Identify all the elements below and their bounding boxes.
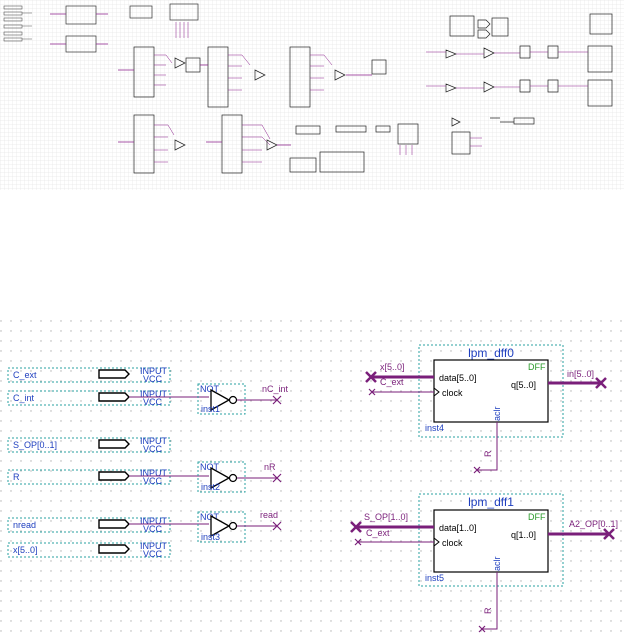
dff-out-bus-net: in[5..0] — [567, 369, 594, 379]
input-row-nread[interactable]: nread INPUT VCC — [7, 516, 209, 534]
input-name-x: x[5..0] — [13, 545, 38, 555]
dff-inst: inst4 — [425, 423, 444, 433]
dff-title: lpm_dff1 — [468, 495, 514, 509]
dff-in-bus-net: x[5..0] — [380, 362, 405, 372]
dff-data-port: data[5..0] — [439, 373, 477, 383]
wire — [477, 422, 498, 471]
dff-q-port: q[5..0] — [511, 380, 536, 390]
input-pin-symbol — [98, 544, 130, 554]
dff-aclr-port: aclr — [492, 406, 502, 421]
x-terminal-icon — [350, 521, 362, 533]
overview-right-cluster — [426, 13, 613, 155]
x-terminal-icon — [272, 473, 282, 483]
not-gate-type: NOT — [200, 384, 220, 394]
input-pin-label: INPUT — [140, 468, 168, 478]
not-gate-output: read — [260, 510, 278, 520]
x-terminal-icon — [272, 395, 282, 405]
dff-aclr-net: R — [483, 607, 493, 614]
dff-body — [433, 359, 549, 423]
overview-mid-gates — [289, 123, 419, 173]
dff-block-1[interactable]: lpm_dff1 DFF data[1..0] clock q[1..0] ac… — [350, 493, 618, 633]
x-terminal-icon — [473, 466, 481, 474]
detail-panel: C_ext INPUT VCC C_int INPUT VCC NOT inst… — [0, 318, 624, 639]
x-terminal-icon — [354, 538, 362, 546]
dff-clock-net: C_ext — [366, 528, 390, 538]
input-row-r[interactable]: R INPUT VCC — [7, 468, 209, 486]
x-terminal-icon — [365, 371, 377, 383]
not-triangle-icon — [210, 388, 231, 412]
not-gate-inst: inst1 — [201, 404, 220, 414]
dff-tag: DFF — [528, 362, 546, 372]
input-row-c-ext[interactable]: C_ext INPUT VCC — [7, 366, 171, 384]
not-gate-inst1[interactable]: NOT inst1 nC_int — [197, 383, 289, 415]
x-terminal-icon — [603, 528, 615, 540]
overview-mux-row1 — [118, 46, 387, 108]
input-vcc-label: VCC — [143, 397, 163, 407]
not-gate-type: NOT — [200, 462, 220, 472]
input-vcc-label: VCC — [143, 549, 163, 559]
dff-clock-net: C_ext — [380, 377, 404, 387]
x-terminal-icon — [478, 625, 486, 633]
input-vcc-label: VCC — [143, 476, 163, 486]
not-gate-inst3[interactable]: NOT inst3 read — [197, 510, 282, 543]
input-row-s-op[interactable]: S_OP[0..1] INPUT VCC — [7, 436, 171, 454]
input-pin-symbol — [98, 369, 130, 379]
dff-block-0[interactable]: lpm_dff0 DFF data[5..0] clock q[5..0] ac… — [365, 344, 607, 474]
input-row-c-int[interactable]: C_int INPUT VCC — [7, 389, 209, 407]
dff-inst: inst5 — [425, 573, 444, 583]
wire — [481, 572, 498, 630]
input-vcc-label: VCC — [143, 444, 163, 454]
dff-tag: DFF — [528, 512, 546, 522]
not-gate-type: NOT — [200, 512, 220, 522]
dff-aclr-net: R — [483, 450, 493, 457]
input-vcc-label: VCC — [143, 374, 163, 384]
input-pin-symbol — [98, 471, 130, 481]
x-terminal-icon — [595, 377, 607, 389]
not-gate-inst: inst3 — [201, 532, 220, 542]
dff-title: lpm_dff0 — [468, 346, 514, 360]
overview-top-blocks — [50, 3, 199, 53]
dff-clock-port: clock — [442, 388, 463, 398]
input-pin-label: INPUT — [140, 366, 168, 376]
clock-edge-icon — [433, 537, 440, 547]
not-gate-output: nC_int — [262, 384, 289, 394]
input-pin-symbol — [98, 519, 130, 529]
overview-input-cluster — [3, 5, 32, 42]
x-terminal-icon — [368, 388, 376, 396]
input-pin-label: INPUT — [140, 389, 168, 399]
dff-aclr-port: aclr — [492, 556, 502, 571]
input-pin-label: INPUT — [140, 541, 168, 551]
dff-clock-port: clock — [442, 538, 463, 548]
input-pin-symbol — [98, 392, 130, 402]
dff-q-port: q[1..0] — [511, 530, 536, 540]
inverter-bubble-icon — [228, 473, 238, 483]
clock-edge-icon — [433, 387, 440, 397]
overview-mux-row2 — [118, 114, 291, 174]
dff-out-bus-net: A2_OP[0..1] — [569, 519, 618, 529]
not-gate-inst2[interactable]: NOT inst2 nR — [197, 461, 282, 493]
not-triangle-icon — [210, 466, 231, 490]
overview-panel — [0, 0, 624, 190]
input-row-x[interactable]: x[5..0] INPUT VCC — [7, 541, 171, 559]
dff-data-port: data[1..0] — [439, 523, 477, 533]
x-terminal-icon — [272, 521, 282, 531]
input-pin-label: INPUT — [140, 436, 168, 446]
inverter-bubble-icon — [228, 521, 238, 531]
input-name-r: R — [13, 472, 20, 482]
not-gate-output: nR — [264, 462, 276, 472]
input-name-c-ext: C_ext — [13, 370, 37, 380]
dff-body — [433, 509, 549, 573]
input-vcc-label: VCC — [143, 524, 163, 534]
not-triangle-icon — [210, 514, 231, 538]
input-pin-symbol — [98, 439, 130, 449]
input-name-s-op: S_OP[0..1] — [13, 440, 57, 450]
not-gate-inst: inst2 — [201, 482, 220, 492]
input-name-c-int: C_int — [13, 393, 35, 403]
input-pin-label: INPUT — [140, 516, 168, 526]
input-name-nread: nread — [13, 520, 36, 530]
dff-in-bus-net: S_OP[1..0] — [364, 512, 408, 522]
inverter-bubble-icon — [228, 395, 238, 405]
